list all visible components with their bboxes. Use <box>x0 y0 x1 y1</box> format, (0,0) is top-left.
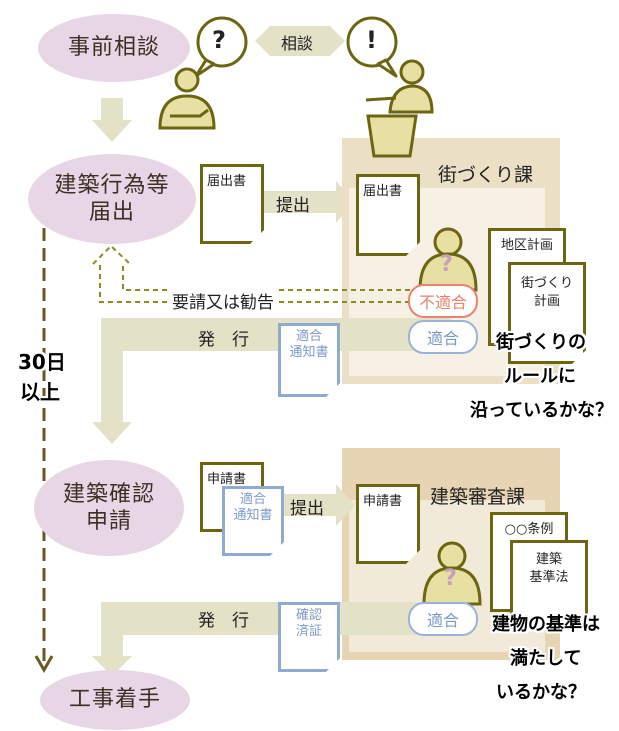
reviewer-figure-2 <box>422 541 482 606</box>
exclaim-bubble <box>346 16 398 68</box>
step-notify-line1: 建築行為等 <box>54 172 170 198</box>
step-start: 工事着手 <box>40 670 190 730</box>
consult-arrow <box>255 26 345 56</box>
days-label-line1: 30日 <box>18 350 66 374</box>
notify-question-line2: ルールに <box>504 366 576 387</box>
notify-conform-label: 適合 <box>426 329 459 348</box>
submit-arrow-2 <box>262 484 355 526</box>
notify-reviewer-question-icon: ? <box>440 252 453 277</box>
confirm-rule-card-2-line1: 建築 <box>535 552 562 567</box>
issue-band-1 <box>101 318 451 351</box>
reviewer-figure-1 <box>418 227 478 292</box>
notify-doc-left-label: 届出書 <box>207 174 247 189</box>
exclaim-mark: ! <box>366 26 377 54</box>
flow-arrow-1 <box>92 98 132 142</box>
confirm-attached-notice-doc: 適合 通知書 <box>222 486 284 556</box>
confirm-rule-card-1-label: ○○条例 <box>504 522 554 537</box>
confirm-conform-label: 適合 <box>426 611 459 630</box>
notify-doc-right: 届出書 <box>356 174 420 256</box>
notify-rule-card-2-line1: 街づくり <box>520 276 573 291</box>
notify-department-title: 街づくり課 <box>438 164 534 186</box>
conform-notice-line1: 適合 <box>295 329 322 344</box>
confirm-issue-label: 発 行 <box>198 611 249 631</box>
consult-label: 相談 <box>281 34 314 53</box>
submit-arrow-1 <box>262 181 355 223</box>
officer-figure <box>365 59 434 158</box>
confirm-rule-card-2-line2: 基準法 <box>529 569 569 585</box>
notify-conform-badge: 適合 <box>408 320 478 354</box>
step-notify-label: 建築行為等 届出 <box>54 172 169 227</box>
confirm-doc-right: 申請書 <box>356 484 420 564</box>
confirmation-certificate-doc: 確認 済証 <box>278 602 340 672</box>
step-confirm: 建築確認 申請 <box>34 460 184 556</box>
question-mark: ? <box>212 26 226 54</box>
step-confirm-line2: 申請 <box>85 509 132 534</box>
notify-question-line3: 沿っているかな？ <box>470 400 614 421</box>
step-notify-line2: 届出 <box>88 200 135 225</box>
step-notify: 建築行為等 届出 <box>28 154 196 244</box>
step-confirm-line1: 建築確認 <box>62 481 155 507</box>
citizen-figure <box>158 67 216 130</box>
notify-rule-card-2: 街づくり 計画 <box>508 262 586 364</box>
days-label-line2: 以上 <box>20 380 60 404</box>
certificate-line2: 済証 <box>295 624 322 640</box>
non-conform-badge: 不適合 <box>408 284 478 318</box>
confirm-attached-notice-line2: 通知書 <box>233 508 273 524</box>
confirm-attached-notice-line1: 適合 <box>239 492 266 507</box>
confirm-reviewer-question-icon: ? <box>444 566 457 591</box>
notify-doc-right-label: 届出書 <box>363 184 403 199</box>
non-conform-label: 不適合 <box>418 293 467 312</box>
confirm-rule-card-2: 建築 基準法 <box>510 540 588 628</box>
notify-question-line1: 街づくりの <box>496 332 586 353</box>
notify-rule-card-1-label: 地区計画 <box>500 238 553 253</box>
request-advice-label: 要請又は勧告 <box>168 288 278 313</box>
confirm-question-line1: 建物の基準は <box>492 614 600 635</box>
step-confirm-label: 建築確認 申請 <box>63 481 155 536</box>
confirm-submit-label: 提出 <box>290 499 324 519</box>
notify-issue-label: 発 行 <box>198 330 249 350</box>
confirm-application-doc-label: 申請書 <box>207 472 247 487</box>
issue-band-2 <box>101 602 431 635</box>
step-consult: 事前相談 <box>38 14 190 82</box>
confirm-doc-right-label: 申請書 <box>363 494 403 509</box>
conform-notice-line2: 通知書 <box>289 345 329 361</box>
conform-notice-doc: 適合 通知書 <box>278 323 340 397</box>
confirm-conform-badge: 適合 <box>408 602 478 636</box>
question-bubble <box>196 16 248 68</box>
confirm-department-title: 建築審査課 <box>430 486 526 508</box>
step-start-label: 工事着手 <box>68 687 161 713</box>
notify-rule-card-2-line2: 計画 <box>533 293 560 309</box>
confirm-question-line2: 満たして <box>510 648 582 669</box>
step-consult-label: 事前相談 <box>67 35 160 61</box>
notify-submit-label: 提出 <box>276 196 310 216</box>
certificate-line1: 確認 <box>295 608 322 623</box>
confirm-question-line3: いるかな？ <box>496 682 586 703</box>
notify-doc-left: 届出書 <box>200 164 264 244</box>
